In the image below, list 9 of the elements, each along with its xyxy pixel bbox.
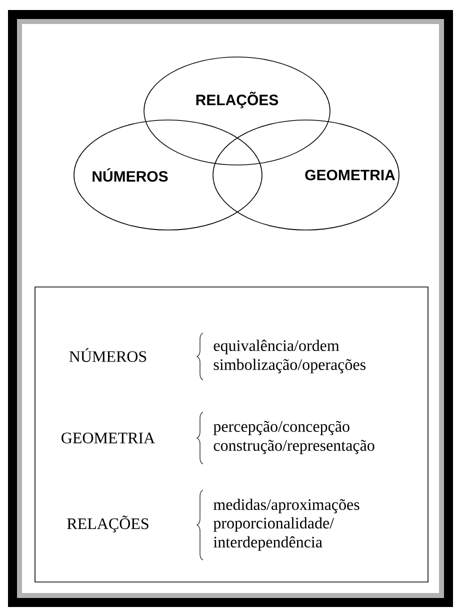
category-label: RELAÇÕES [67, 516, 148, 532]
category-label: GEOMETRIA [62, 432, 155, 444]
item-text: percepção/concepção [213, 420, 350, 436]
item-text: simbolização/operações [214, 358, 366, 374]
item-text: equivalência/ordem [214, 340, 340, 354]
item-text: proporcionalidade/ interdependência [213, 517, 334, 551]
category-label: NÚMEROS [69, 348, 146, 362]
item-text: construção/representação [214, 440, 374, 454]
item-text: medidas/aproximações [214, 498, 360, 514]
